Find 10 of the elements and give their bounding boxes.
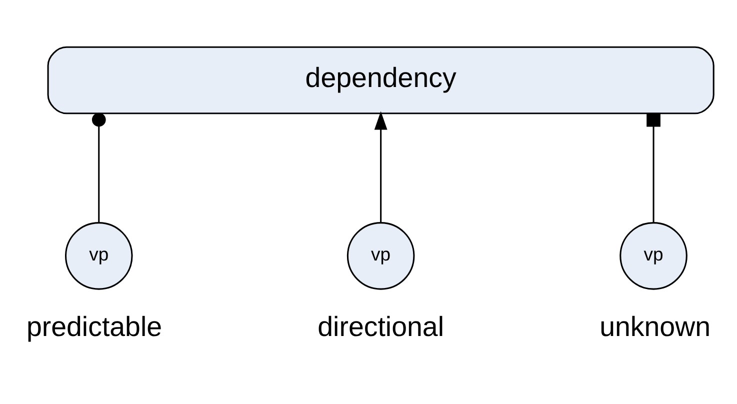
- node-circle: vp: [346, 222, 415, 290]
- node-box: dependency: [47, 46, 714, 114]
- node-circle: vp: [620, 222, 688, 290]
- node-label: unknown: [600, 310, 711, 342]
- node-label: predictable: [26, 310, 162, 342]
- connector: [92, 112, 106, 222]
- node-label: directional: [318, 310, 444, 342]
- arrow: [374, 111, 388, 222]
- node-circle: vp: [65, 222, 133, 290]
- connector: [646, 112, 660, 222]
